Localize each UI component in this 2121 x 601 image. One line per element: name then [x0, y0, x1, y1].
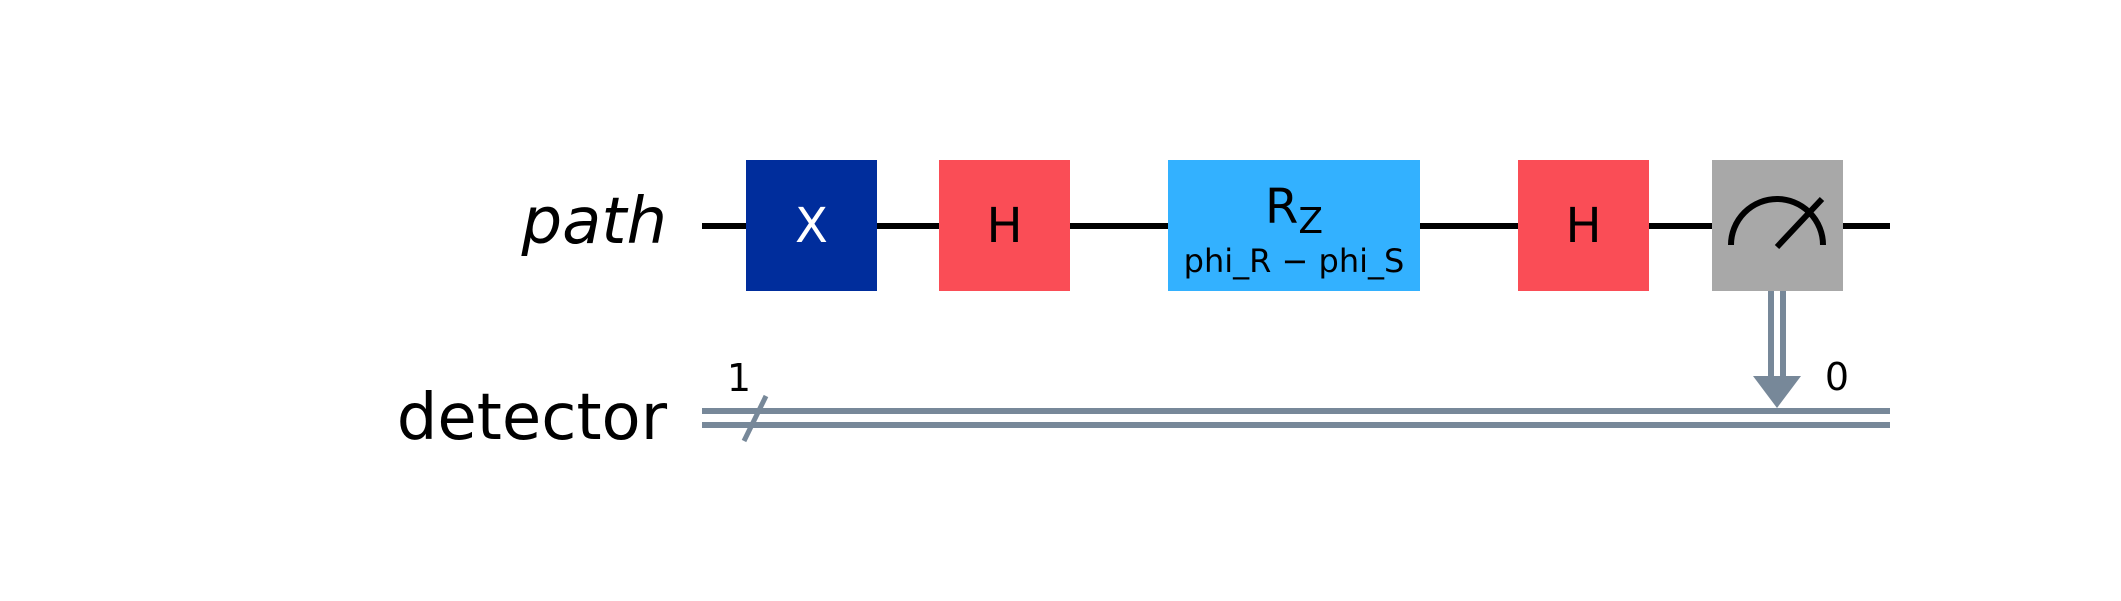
measure-gate[interactable]: [1712, 160, 1843, 408]
rz-gate-label: RZ: [1265, 179, 1323, 242]
classical-wire: [702, 408, 1890, 428]
rz-gate[interactable]: RZ phi_R − phi_S: [1168, 160, 1420, 291]
rz-gate-box: [1168, 160, 1420, 291]
x-gate-box: [746, 160, 877, 291]
h-gate-1-label: H: [986, 198, 1022, 254]
h-gate-2-box: [1518, 160, 1649, 291]
meter-icon: [1728, 196, 1826, 250]
measure-arrowhead: [1753, 376, 1801, 408]
rz-gate-label-main: R: [1265, 179, 1298, 235]
x-gate[interactable]: X: [746, 160, 877, 291]
h-gate-2[interactable]: H: [1518, 160, 1649, 291]
x-gate-label: X: [795, 198, 828, 254]
rz-gate-param: phi_R − phi_S: [1184, 242, 1405, 280]
wire-label-path: path: [521, 185, 668, 259]
bus-width-slash: [741, 394, 769, 443]
bit-index-label: 0: [1825, 355, 1849, 399]
rz-gate-label-sub: Z: [1298, 201, 1323, 242]
h-gate-1-box: [939, 160, 1070, 291]
h-gate-1[interactable]: H: [939, 160, 1070, 291]
bus-width-label: 1: [727, 356, 751, 400]
h-gate-2-label: H: [1565, 198, 1601, 254]
wire-label-detector: detector: [396, 381, 667, 455]
measure-gate-box: [1712, 160, 1843, 291]
